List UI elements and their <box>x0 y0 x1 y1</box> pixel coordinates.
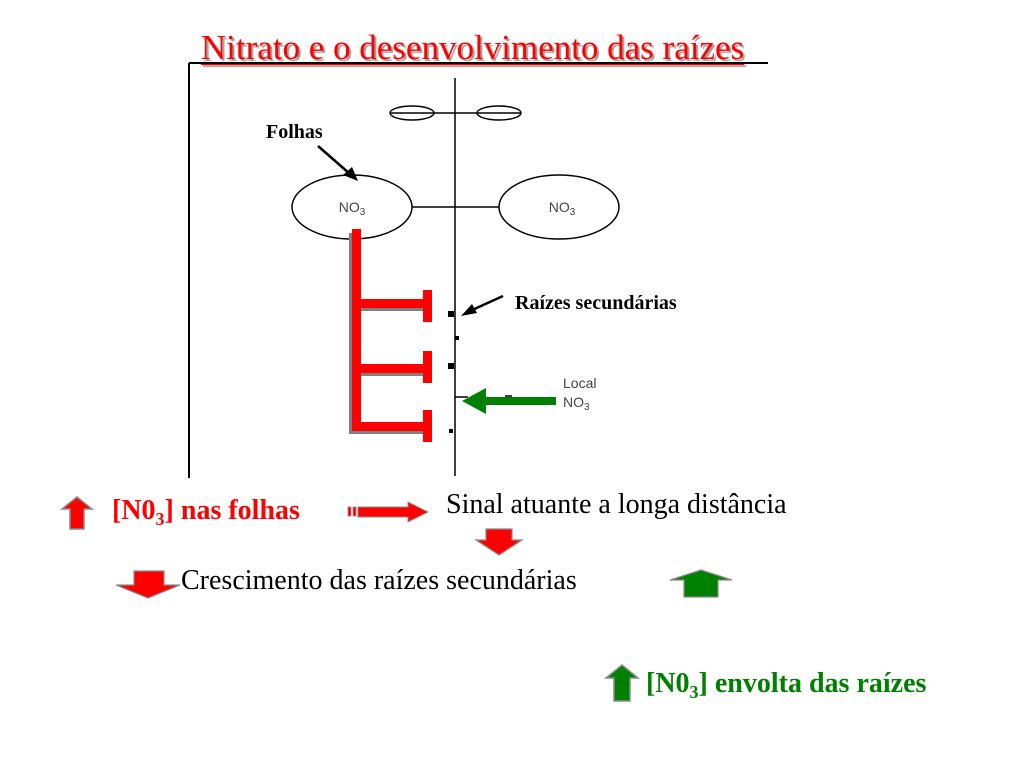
leaves-nitrate-concentration: [N03] nas folhas <box>112 495 300 529</box>
long-distance-signal-text: Sinal atuante a longa distância <box>446 489 787 520</box>
red-up-arrow-icon <box>59 496 95 530</box>
red-down-arrow-icon <box>115 570 181 599</box>
secondary-roots-label: Raízes secundárias <box>515 292 677 314</box>
green-up-arrow-icon <box>669 569 733 598</box>
leaves-label: Folhas <box>266 121 323 143</box>
local-no3-arrow <box>462 388 556 414</box>
roots-pointer <box>469 294 504 313</box>
red-down-arrow-icon <box>473 528 525 556</box>
slide-title: Nitrato e o desenvolvimento das raízes <box>200 28 745 67</box>
leaf-right <box>498 174 620 240</box>
local-no3-label: Local NO3 <box>563 375 597 413</box>
leaf-left-no3-label: NO3 <box>338 199 366 218</box>
secondary-root-marks <box>448 311 459 433</box>
leaf-right-no3-label: NO3 <box>548 199 576 218</box>
folhas-pointer <box>317 145 351 175</box>
roots-nitrate-concentration: [N03] envolta das raízes <box>646 668 927 702</box>
red-right-arrow-icon <box>347 501 430 523</box>
signal-pathway <box>352 229 432 442</box>
green-up-arrow-icon <box>603 664 641 702</box>
secondary-root-growth-text: Crescimento das raízes secundárias <box>181 565 577 596</box>
